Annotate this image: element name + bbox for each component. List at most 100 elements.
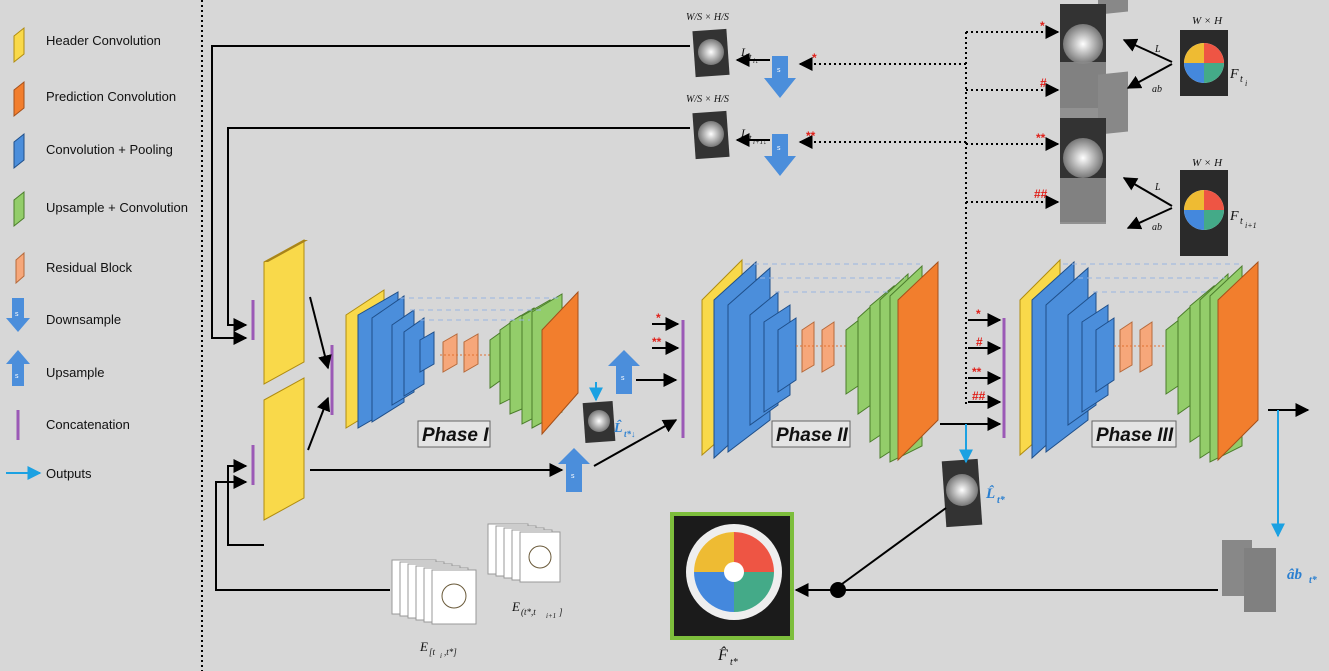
E1-sub3: ,t*] (444, 647, 457, 657)
mark-double-star-top: ** (1036, 131, 1046, 145)
mark-star-phase3: * (976, 307, 981, 321)
E1-sub: [t (429, 647, 436, 657)
phase3-label: Phase III (1096, 425, 1174, 446)
upsample-bottom-scale: s (571, 473, 575, 480)
E2-label: E (511, 599, 520, 614)
upsample-arrow-bottom: s (558, 448, 590, 492)
input-header-conv-bottom (263, 377, 305, 521)
arrow-ab-ti (1126, 63, 1173, 89)
mark-star-down: * (812, 51, 817, 65)
phase3-network (1019, 258, 1259, 463)
mark-star-phase2: * (656, 311, 661, 325)
F-hat-sub: t* (730, 657, 738, 668)
frame-ti1-stack (1060, 71, 1128, 224)
legend-label-header: Header Convolution (46, 33, 161, 48)
edge-stack-E2 (487, 523, 561, 583)
L-ti1-down-label: L (740, 126, 748, 140)
frame-ab-hat (1222, 540, 1276, 612)
frame-L-ti-down (692, 28, 730, 78)
L-hat-down-label: L̂ (613, 419, 623, 436)
frame-L-ti1-down (692, 110, 730, 160)
mark-double-hash-top: ## (1034, 187, 1048, 201)
frame-F-hat (670, 512, 794, 640)
edge-stack-E1 (391, 559, 477, 625)
F-ti-label: F (1229, 67, 1239, 82)
prediction-convolution-icon (13, 80, 25, 118)
ab-hat-label: âb (1287, 567, 1303, 583)
L-hat-down-sub: t*↓ (624, 429, 636, 439)
channel-ab-ti1: ab (1152, 222, 1162, 233)
output-arrows (589, 382, 1285, 538)
mark-double-star-phase3: ** (972, 365, 982, 379)
downsample-arrow-top-2: s (764, 134, 796, 176)
phase2-label: Phase II (776, 425, 849, 446)
downsample-arrow-icon: s (6, 298, 30, 332)
mark-hash-phase3: # (976, 335, 983, 349)
E2-sub2: i+1 (546, 612, 556, 620)
L-hat-sub: t* (997, 495, 1006, 506)
frame-ti1-color (1180, 170, 1228, 256)
legend-label-conv-pool: Convolution + Pooling (46, 142, 173, 157)
upsample-arrow-mid: s (608, 350, 640, 394)
F-ti1-sub2: i+1 (1245, 221, 1257, 230)
downsample-arrow-top-1: s (764, 56, 796, 98)
upsample-arrow-icon: s (6, 350, 30, 386)
L-ti1-down-sub2: i+1↓ (753, 138, 767, 146)
downsample-top-1-scale: s (777, 67, 781, 74)
F-ti-sub2: i (1245, 79, 1247, 88)
upsample-convolution-icon (13, 190, 25, 228)
L-ti1-down-sub: t (749, 133, 752, 143)
legend-label-residual: Residual Block (46, 260, 132, 275)
L-ti-down-sub: t (749, 52, 752, 62)
upsample-scale-mark: s (15, 373, 19, 380)
connections (211, 45, 1310, 597)
input-header-conv-top (263, 239, 308, 385)
header-convolution-icon (13, 26, 25, 64)
top-size-2: W/S × H/S (686, 94, 729, 105)
E2-sub3: ] (558, 607, 563, 617)
E2-sub: (t*,t (521, 607, 536, 617)
frame-L-hat (941, 458, 983, 528)
F-ti1-label: F (1229, 209, 1239, 224)
F-hat-label: F̂ (717, 645, 728, 664)
downsample-top-2-scale: s (777, 145, 781, 152)
legend: Header Convolution Prediction Convolutio… (6, 26, 188, 481)
mark-hash-top: # (1040, 76, 1047, 90)
E1-label: E (419, 639, 428, 654)
phase2-label-box (771, 420, 851, 448)
top-size-1: W/S × H/S (686, 12, 729, 23)
arrow-L-ti1 (1122, 177, 1173, 207)
channel-L-ti: L (1154, 44, 1161, 55)
frame-ti-color (1180, 30, 1228, 96)
dotted-connections (798, 25, 1060, 406)
phase1-network (345, 289, 579, 436)
channel-L-ti1: L (1154, 182, 1161, 193)
L-hat-label: L̂ (985, 485, 995, 502)
mark-double-star-phase2: ** (652, 335, 662, 349)
legend-label-concatenation: Concatenation (46, 417, 130, 432)
frame-ti-stack (1060, 0, 1128, 120)
F-ti1-size: W × H (1192, 157, 1223, 169)
channel-ab-ti: ab (1152, 84, 1162, 95)
E1-sub2: i (440, 652, 442, 660)
legend-label-prediction: Prediction Convolution (46, 89, 176, 104)
downsample-scale-mark: s (15, 311, 19, 318)
F-ti1-sub: t (1240, 216, 1243, 227)
convolution-pooling-icon (13, 132, 25, 170)
legend-label-upsample-conv: Upsample + Convolution (46, 200, 188, 215)
legend-label-outputs: Outputs (46, 466, 92, 481)
arrow-L-ti (1122, 38, 1173, 63)
legend-label-downsample: Downsample (46, 312, 121, 327)
phase2-network (701, 258, 939, 463)
upsample-mid-scale: s (621, 375, 625, 382)
ab-hat-sub: t* (1309, 575, 1318, 586)
mark-double-hash-phase3: ## (972, 389, 986, 403)
phase3-label-box (1091, 420, 1177, 448)
L-ti-down-label: L (740, 45, 748, 59)
mark-star-top: * (1040, 19, 1045, 33)
F-ti-size: W × H (1192, 15, 1223, 27)
residual-block-icon (15, 251, 25, 285)
mark-double-star-down: ** (806, 129, 816, 143)
legend-label-upsample: Upsample (46, 365, 105, 380)
